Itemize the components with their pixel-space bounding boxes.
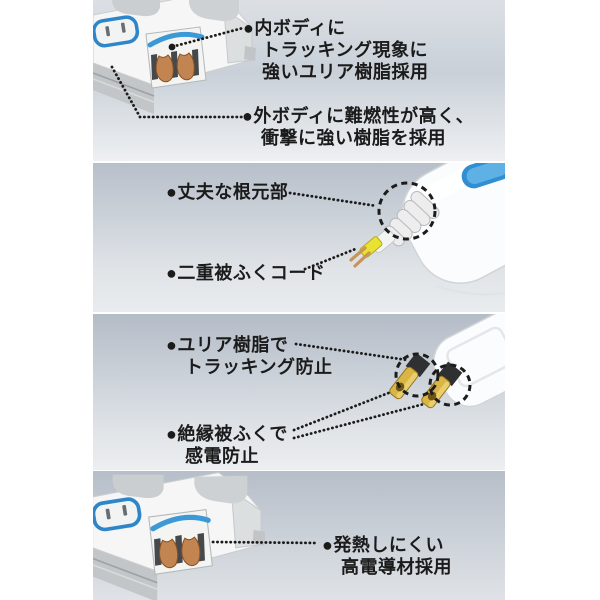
annotation-line: ●外ボディに難燃性が高く、 (242, 106, 475, 126)
panel-cord-art (288, 163, 505, 296)
leader-line-cord (303, 246, 360, 271)
cutaway-blue-liner (147, 31, 205, 48)
annotation-inner-body: ●内ボディに トラッキング現象に 強いユリア樹脂採用 (243, 17, 429, 83)
leader-line-conductor (211, 540, 320, 545)
panel-conductor-material (93, 471, 505, 600)
annotation-urea-resin-plug: ●ユリア樹脂で トラッキング防止 (166, 334, 332, 378)
cutaway-blue-liner (150, 514, 211, 532)
outlet-blue-ring (93, 15, 140, 48)
panel-body-materials (93, 0, 505, 161)
annotation-line: トラッキング現象に (262, 40, 428, 60)
annotation-line: ●内ボディに (243, 18, 346, 38)
strain-relief (383, 190, 440, 247)
copper-contacts (155, 52, 195, 83)
annotation-line: ●丈夫な根元部 (166, 182, 289, 202)
annotation-line: ●ユリア樹脂で (166, 335, 289, 355)
leader-line-outer-body (110, 65, 247, 119)
focus-circle-right-prong (428, 363, 472, 407)
annotation-double-insulated-cord: ●二重被ふくコード (166, 262, 325, 284)
annotation-high-conductivity: ●発熱しにくい 高電導材採用 (322, 534, 452, 578)
annotation-line: 感電防止 (185, 446, 259, 466)
annotation-insulated-prongs: ●絶縁被ふくで 感電防止 (166, 423, 288, 467)
outlet-mound (112, 474, 164, 499)
panel-cord-strain-relief (93, 163, 505, 312)
outlet-mound (189, 0, 239, 22)
leader-line-insulation-right (292, 402, 426, 440)
plug-strain-relief-illustration (349, 163, 505, 296)
outlet-mound (112, 0, 160, 17)
panel-body-materials-art (93, 0, 256, 119)
plug-blue-button (461, 163, 505, 189)
panel-plug-prongs (93, 314, 505, 470)
annotation-outer-body: ●外ボディに難燃性が高く、 衝撃に強い樹脂を採用 (242, 105, 474, 149)
annotation-line: ●発熱しにくい (322, 535, 445, 555)
focus-circle-strain-relief (377, 181, 437, 241)
annotation-line: トラッキング防止 (185, 357, 333, 377)
outlet-mound (194, 475, 248, 504)
cord-copper-wires (349, 246, 371, 268)
annotation-line: 衝撃に強い樹脂を採用 (261, 128, 446, 148)
power-strip-cutaway-illustration-2 (93, 471, 266, 600)
plug-prong-right (421, 361, 463, 409)
leader-line-urea-resin (294, 342, 409, 362)
annotation-line: 高電導材採用 (341, 557, 452, 577)
leader-line-sturdy-base (288, 191, 379, 208)
outlet-blue-ring (93, 497, 142, 532)
panel-conductor-art (93, 471, 320, 600)
leader-line-insulation-left (292, 390, 393, 432)
annotation-sturdy-base: ●丈夫な根元部 (166, 181, 288, 203)
copper-contacts (158, 536, 201, 569)
power-strip-cutaway-illustration (93, 0, 256, 114)
cord-inner-insulation (359, 236, 383, 258)
focus-circle-left-prong (394, 352, 440, 398)
leader-line-inner-body (175, 26, 245, 47)
annotation-line: 強いユリア樹脂採用 (262, 62, 429, 82)
annotation-line: ●絶縁被ふくで (166, 424, 288, 444)
panel-prongs-art (292, 314, 505, 440)
annotation-line: ●二重被ふくコード (166, 263, 326, 283)
leader-start-dot (168, 43, 176, 51)
